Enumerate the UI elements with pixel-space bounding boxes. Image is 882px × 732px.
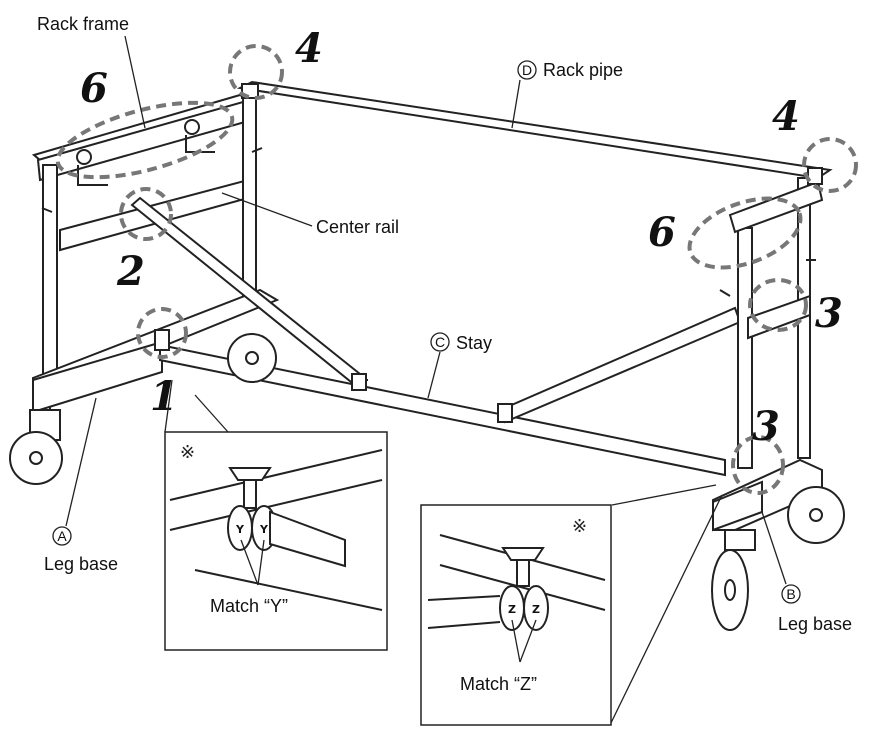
highlight-stay-joint	[136, 307, 188, 359]
inset-z-letter-left: Z	[508, 603, 516, 616]
label-group-stay: C Stay	[427, 332, 492, 399]
inset-y-tube-bottom	[169, 479, 383, 531]
inset-y-letter-left: Y	[235, 523, 245, 536]
inset-z-bolt	[516, 559, 530, 587]
highlight-right-upper-joint	[748, 278, 808, 332]
caster-front-left	[9, 409, 63, 485]
leader-center-rail	[221, 192, 313, 227]
step-number-center-rail: 2	[116, 248, 145, 295]
step-number-right-lower-joint: 3	[752, 403, 780, 450]
inset-z-stay-upper	[427, 595, 501, 601]
highlight-right-rack-frame	[687, 196, 803, 270]
label-stay: Stay	[456, 333, 492, 353]
inset-z-stay-lower	[427, 621, 501, 629]
rack-structure	[9, 80, 845, 631]
highlight-markers	[55, 44, 858, 495]
leader-rack-frame	[124, 35, 146, 129]
label-group-leg-base-a: A Leg base	[44, 397, 118, 574]
rack-frame-knob-left	[76, 149, 92, 165]
leader-leg-base-a	[65, 397, 97, 527]
stay-clamp-mid	[351, 373, 367, 391]
step-number-stay-joint: 1	[150, 373, 178, 420]
leader-leg-base-b	[761, 511, 787, 585]
rack-frame-bracket-right	[185, 135, 215, 153]
label-group-rack-pipe: D Rack pipe	[511, 60, 623, 129]
inset-y-stay-lower	[194, 569, 383, 611]
marker-stay: C	[435, 334, 445, 350]
marker-leg-base-a: A	[57, 528, 67, 544]
rack-pipe	[236, 80, 833, 180]
right-rack-frame	[728, 180, 824, 234]
marker-leg-base-b: B	[786, 586, 795, 602]
highlight-right-top-post	[802, 137, 858, 193]
label-match-y: Match “Y”	[210, 596, 288, 616]
step-number-right-upper-joint: 3	[815, 290, 843, 337]
label-match-z: Match “Z”	[460, 674, 537, 694]
highlight-center-rail	[119, 187, 173, 241]
inset-z-clamp-right	[523, 585, 549, 631]
inset-z-arrow-left	[511, 619, 521, 663]
label-leg-base-a: Leg base	[44, 554, 118, 574]
highlight-left-rack-frame	[55, 100, 235, 180]
step-number-left-rack-frame: 6	[80, 65, 108, 112]
rack-frame-knob-right	[184, 119, 200, 135]
stay-clamp-left	[154, 329, 170, 351]
left-rear-post	[242, 84, 257, 301]
step-number-right-top-post: 4	[772, 93, 800, 140]
inset-z-tube-bottom	[439, 564, 606, 611]
rack-frame-bracket-left	[77, 165, 108, 186]
inset-z-letter-right: Z	[532, 603, 540, 616]
inset-z-pointer-bottom	[609, 494, 723, 726]
label-group-leg-base-b: B Leg base	[761, 511, 852, 634]
right-top-clamp	[807, 167, 823, 185]
label-rack-frame: Rack frame	[37, 14, 129, 34]
marker-rack-pipe: D	[522, 62, 532, 78]
inset-z-arrow-right	[519, 619, 537, 663]
label-center-rail: Center rail	[316, 217, 399, 237]
inset-y-reference-mark: ※	[180, 442, 195, 463]
leader-stay	[427, 351, 441, 399]
caster-rear-left	[227, 333, 277, 383]
step-number-right-rack-frame: 6	[648, 209, 676, 256]
step-number-left-top-post: 4	[295, 25, 323, 72]
inset-y-bolt	[243, 479, 257, 509]
leader-rack-pipe	[511, 79, 521, 129]
stay-clamp-right	[497, 403, 513, 423]
caster-front-right	[711, 529, 756, 631]
highlight-right-lower-joint	[731, 435, 785, 495]
inset-y-arrow-right	[257, 539, 265, 586]
inset-y-pointer-right	[194, 394, 229, 433]
caster-rear-right	[787, 486, 845, 544]
highlight-left-top-post	[228, 44, 284, 100]
label-rack-pipe: Rack pipe	[543, 60, 623, 80]
inset-y-stay-pipe	[269, 510, 346, 568]
left-front-post	[42, 164, 58, 381]
label-leg-base-b: Leg base	[778, 614, 852, 634]
inset-z-reference-mark: ※	[572, 516, 587, 537]
right-diagonal-stay	[498, 306, 742, 424]
inset-y-arrow-left	[240, 539, 259, 586]
inset-match-z: ※ Z Z Match “Z”	[420, 484, 723, 726]
inset-y-tube-top	[169, 449, 383, 501]
inset-z-wing-knob	[501, 547, 545, 561]
inset-z-pointer-top	[611, 484, 717, 506]
inset-match-y: ※ Y Y Match “Y”	[164, 379, 388, 651]
inset-y-letter-right: Y	[259, 523, 269, 536]
inset-y-wing-knob	[228, 467, 272, 481]
left-leg-base-front	[32, 340, 163, 414]
inset-y-pointer-left	[164, 379, 173, 433]
